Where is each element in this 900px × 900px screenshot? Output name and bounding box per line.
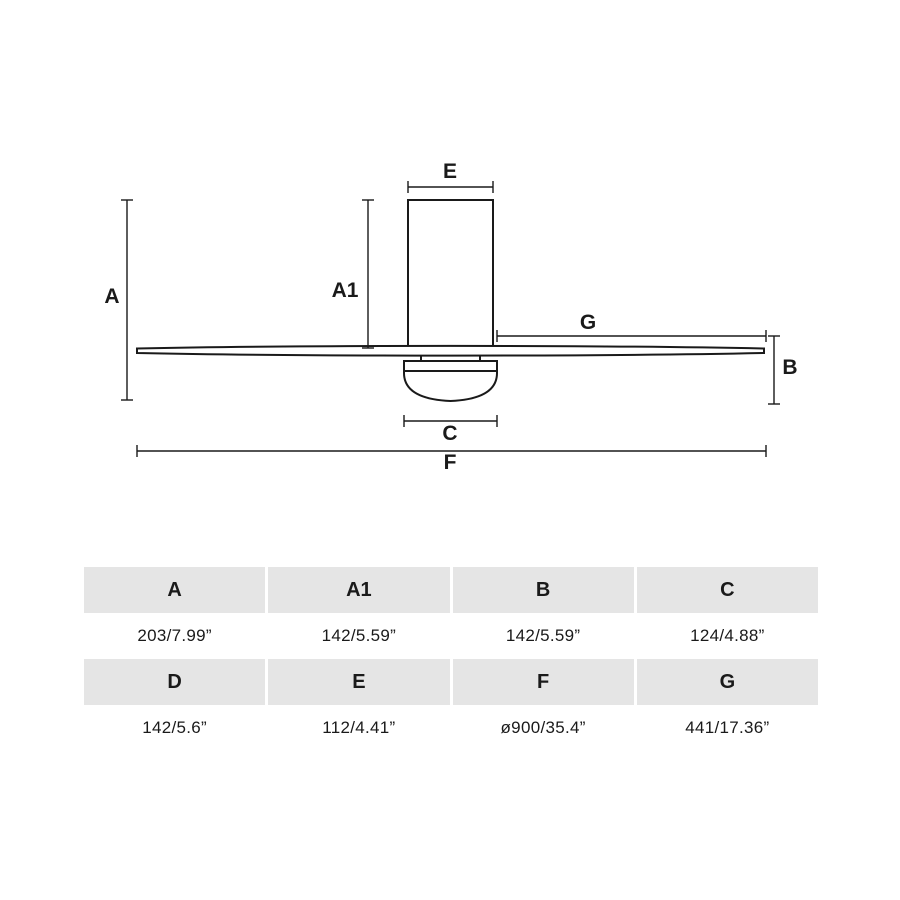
table-value-row-2: 142/5.6” 112/4.41” ø900/35.4” 441/17.36”: [84, 705, 818, 751]
fan-light-cap: [403, 360, 498, 403]
fan-diagram-svg: E A A1 G B C F: [104, 160, 797, 474]
table-value-cell: 203/7.99”: [84, 613, 266, 659]
dim-e-label: E: [443, 160, 457, 183]
dim-f: [136, 445, 767, 457]
table-value-cell: 441/17.36”: [636, 705, 818, 751]
fan-blades: [136, 344, 765, 357]
table-value-cell: 124/4.88”: [636, 613, 818, 659]
dimension-diagram: E A A1 G B C F: [104, 160, 797, 474]
table-header-cell: B: [452, 567, 634, 613]
dim-f-label: F: [444, 451, 457, 474]
table-value-cell: ø900/35.4”: [452, 705, 634, 751]
dim-a-label: A: [104, 285, 119, 308]
table-header-cell: A: [84, 567, 266, 613]
fan-drawing: [136, 199, 765, 403]
table-header-cell: C: [636, 567, 818, 613]
fan-housing: [407, 199, 494, 349]
table-header-cell: D: [84, 659, 266, 705]
dimension-table: A A1 B C 203/7.99” 142/5.59” 142/5.59” 1…: [84, 567, 818, 751]
table-header-row-2: D E F G: [84, 659, 818, 705]
table-value-cell: 142/5.59”: [452, 613, 634, 659]
dim-g-label: G: [580, 311, 596, 334]
table-value-cell: 142/5.6”: [84, 705, 266, 751]
dim-a1-label: A1: [332, 279, 359, 302]
dim-c-label: C: [442, 422, 457, 445]
table-header-cell: A1: [268, 567, 450, 613]
table-header-cell: F: [452, 659, 634, 705]
dim-g: [496, 330, 767, 342]
table-header-cell: G: [636, 659, 818, 705]
dim-a1: [362, 199, 374, 349]
dim-c: [403, 415, 498, 427]
table-value-cell: 142/5.59”: [268, 613, 450, 659]
dim-b: [768, 335, 780, 405]
table-header-cell: E: [268, 659, 450, 705]
dim-b-label: B: [782, 356, 797, 379]
table-header-row-1: A A1 B C: [84, 567, 818, 613]
dim-e: [407, 181, 494, 193]
table-value-row-1: 203/7.99” 142/5.59” 142/5.59” 124/4.88”: [84, 613, 818, 659]
table-value-cell: 112/4.41”: [268, 705, 450, 751]
dim-a: [121, 199, 133, 401]
